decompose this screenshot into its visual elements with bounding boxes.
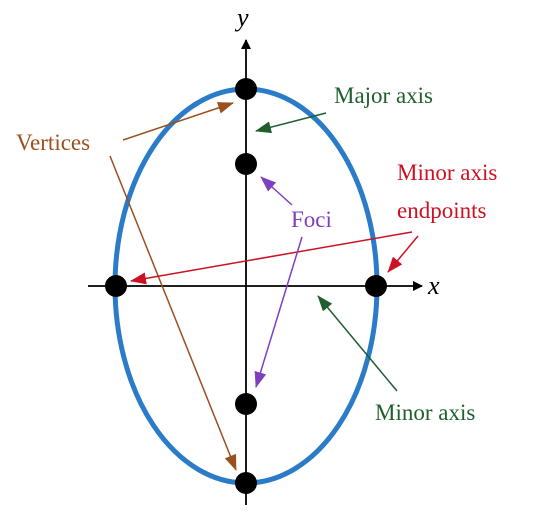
minor-axis-label: Minor axis xyxy=(375,400,475,425)
minor-axis-arrow xyxy=(317,295,398,392)
y-axis-label: y xyxy=(234,3,249,32)
x-axis-label: x xyxy=(427,271,440,300)
vertices-label: Vertices xyxy=(16,130,90,155)
minor-endpoint-right-point xyxy=(365,275,387,297)
vertices-arrow-bottom xyxy=(109,155,237,471)
foci-label: Foci xyxy=(291,207,332,232)
minor-endpoints-arrow-left xyxy=(130,231,413,285)
minor-endpoints-arrow-right xyxy=(387,235,419,273)
minor-endpoint-left-point xyxy=(105,275,127,297)
minor-axis-endpoints-label-line1: Minor axis xyxy=(397,160,497,185)
foci-arrow-bottom xyxy=(254,236,303,388)
focus-top-point xyxy=(235,153,257,175)
major-axis-arrow xyxy=(255,112,327,134)
vertices-arrow-top xyxy=(122,102,234,141)
focus-bottom-point xyxy=(235,393,257,415)
vertex-top-point xyxy=(235,78,257,100)
major-axis-label: Major axis xyxy=(334,83,433,108)
vertex-bottom-point xyxy=(235,472,257,494)
foci-arrow-top xyxy=(260,176,293,206)
minor-axis-endpoints-label-line2: endpoints xyxy=(397,198,486,223)
